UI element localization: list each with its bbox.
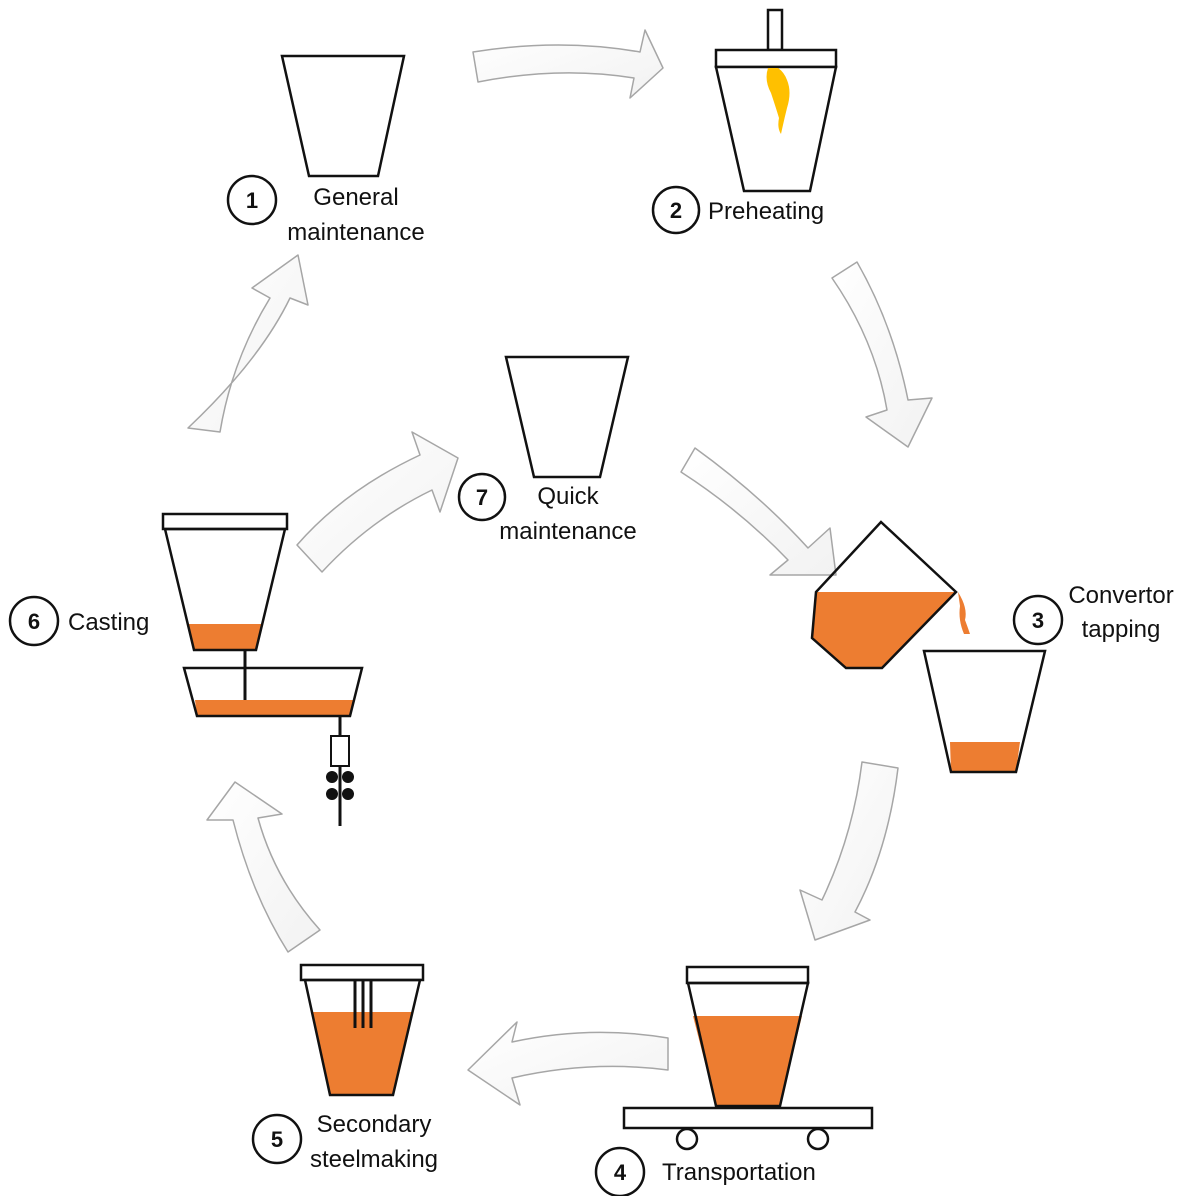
badge-3 <box>1012 594 1064 646</box>
mould-and-rolls <box>326 716 354 826</box>
step-5-label-line1: Secondary <box>317 1111 432 1138</box>
step-1-number: 1 <box>246 188 258 213</box>
ladle-empty-general <box>280 54 406 178</box>
step-5-number: 5 <box>271 1127 283 1152</box>
wheel-right <box>806 1127 830 1151</box>
step-2-number: 2 <box>670 198 682 223</box>
arrow-6-to-1 <box>187 254 309 433</box>
arrow-3-to-4 <box>799 761 899 941</box>
ladle-casting <box>161 512 289 708</box>
step-7-label-line2: maintenance <box>499 518 636 545</box>
electrodes <box>353 980 373 1028</box>
arrow-7-to-3 <box>680 447 837 576</box>
step-4-number: 4 <box>614 1160 627 1185</box>
wheel-left <box>675 1127 699 1151</box>
step-numbers: 1 2 3 4 5 6 7 <box>28 188 1044 1185</box>
flame-icon <box>766 68 790 134</box>
ladle-transport <box>622 965 874 1151</box>
step-badges <box>8 174 1064 1196</box>
ladle-empty-quick <box>504 355 630 479</box>
tundish <box>182 666 364 718</box>
step-3-label-line2: tapping <box>1082 616 1161 643</box>
step-5-label-line2: steelmaking <box>310 1146 438 1173</box>
ladle-receiving <box>922 649 1047 774</box>
badge-6 <box>8 595 60 647</box>
arrow-6-to-7 <box>296 431 459 573</box>
step-1-label-line2: maintenance <box>287 219 424 246</box>
step-6-number: 6 <box>28 609 40 634</box>
step-labels: General maintenance Preheating Convertor… <box>68 184 1174 1186</box>
step-6-label: Casting <box>68 609 149 636</box>
arrow-2-to-3 <box>831 261 933 448</box>
flow-arrows <box>187 29 933 1106</box>
step-2-label: Preheating <box>708 198 824 225</box>
step-4-label: Transportation <box>662 1159 816 1186</box>
step-3-number: 3 <box>1032 608 1044 633</box>
pouring-stream <box>958 592 970 634</box>
ladle-secondary <box>299 963 425 1097</box>
step-1-label-line1: General <box>313 184 398 211</box>
badge-2 <box>651 185 701 235</box>
arrow-5-to-6 <box>206 781 321 953</box>
badge-4 <box>594 1146 646 1196</box>
converter-tilted <box>810 520 970 670</box>
ladle-preheating <box>714 8 838 193</box>
step-7-number: 7 <box>476 485 488 510</box>
step-7-label-line1: Quick <box>537 483 599 510</box>
step-3-label-line1: Convertor <box>1068 582 1173 609</box>
badge-7 <box>457 472 507 522</box>
transfer-car-platform <box>622 1106 874 1130</box>
badge-1 <box>226 174 278 226</box>
badge-5 <box>251 1113 303 1165</box>
arrow-4-to-5 <box>467 1021 669 1106</box>
arrow-1-to-2 <box>472 29 664 99</box>
